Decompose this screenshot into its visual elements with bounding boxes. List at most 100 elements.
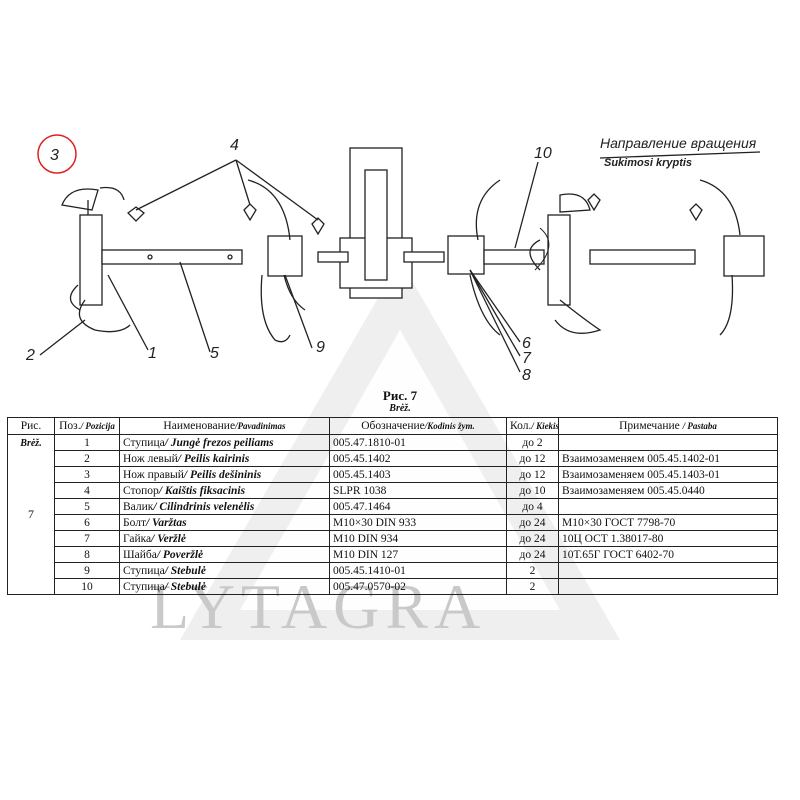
header-ris: Рис.	[7, 417, 55, 435]
table-cell: 005.47.1464	[329, 498, 507, 515]
figure-cell-number: 7	[28, 507, 34, 521]
row-qty: до 12	[519, 452, 546, 465]
table-cell: 2	[506, 562, 559, 579]
row-name-lt: / Peilis kairinis	[177, 452, 250, 465]
callout-7: 7	[522, 350, 532, 367]
row-note: Взаимозаменяем 005.45.0440	[562, 484, 705, 497]
row-code: М10×30 DIN 933	[333, 516, 417, 529]
table-cell: М10 DIN 934	[329, 530, 507, 547]
row-note: Взаимозаменяем 005.45.1402-01	[562, 452, 721, 465]
callout-8: 8	[522, 367, 531, 384]
header-note: Примечание / Pastaba	[558, 417, 778, 435]
row-name-lt: / Varžtas	[145, 516, 187, 529]
callout-4: 4	[230, 137, 239, 154]
table-cell: Нож правый/ Peilis dešininis	[119, 466, 330, 483]
table-cell: 2	[506, 578, 559, 595]
table-cell: Валик/ Cilindrinis velenėlis	[119, 498, 330, 515]
row-name-ru: Валик	[123, 500, 154, 513]
row-pos: 2	[84, 452, 90, 465]
callout-3: 3	[50, 147, 59, 164]
row-name-ru: Ступица	[123, 436, 165, 449]
row-code: М10 DIN 934	[333, 532, 399, 545]
row-name-ru: Нож правый	[123, 468, 184, 481]
row-name-ru: Ступица	[123, 564, 165, 577]
table-cell: до 12	[506, 450, 559, 467]
table-cell: М10×30 DIN 933	[329, 514, 507, 531]
table-cell: 10	[54, 578, 120, 595]
row-pos: 4	[84, 484, 90, 497]
rotation-label-lt: Sukimosi kryptis	[604, 157, 692, 169]
header-name: Наименование/Pavadinimas	[119, 417, 330, 435]
table-cell: Гайка/ Veržlė	[119, 530, 330, 547]
table-cell: SLPR 1038	[329, 482, 507, 499]
row-code: 005.47.1464	[333, 500, 391, 513]
row-note: 10Ц ОСТ 1.38017-80	[562, 532, 664, 545]
row-name-lt: / Kaištis fiksacinis	[158, 484, 246, 497]
table-cell: Болт/ Varžtas	[119, 514, 330, 531]
parts-table: Рис. Поз./ Pozicija Наименование/Pavadin…	[7, 417, 778, 595]
row-code: 005.47.0570-02	[333, 580, 406, 593]
row-pos: 10	[81, 580, 93, 593]
row-code: SLPR 1038	[333, 484, 387, 497]
row-pos: 7	[84, 532, 90, 545]
figure-title: Рис. 7	[382, 388, 418, 403]
callout-10: 10	[534, 145, 552, 162]
table-cell: до 4	[506, 498, 559, 515]
table-header-row: Рис. Поз./ Pozicija Наименование/Pavadin…	[7, 417, 778, 435]
table-cell: 1	[54, 434, 120, 451]
table-cell: Взаимозаменяем 005.45.1402-01	[558, 450, 778, 467]
row-code: М10 DIN 127	[333, 548, 399, 561]
row-pos: 1	[84, 436, 90, 449]
table-cell	[558, 562, 778, 579]
table-cell: 005.45.1402	[329, 450, 507, 467]
row-qty: до 10	[519, 484, 546, 497]
table-cell: 4	[54, 482, 120, 499]
row-pos: 6	[84, 516, 90, 529]
callout-9: 9	[316, 339, 325, 356]
row-code: 005.45.1402	[333, 452, 391, 465]
row-pos: 5	[84, 500, 90, 513]
table-cell: 10Т.65Г ГОСТ 6402-70	[558, 546, 778, 563]
row-qty: до 24	[519, 532, 546, 545]
row-code: 005.47.1810-01	[333, 436, 406, 449]
table-cell	[558, 578, 778, 595]
table-cell	[558, 434, 778, 451]
figure-cell-lt: Brėž.	[20, 438, 42, 449]
table-cell: до 24	[506, 546, 559, 563]
table-cell: до 10	[506, 482, 559, 499]
header-code: Обозначение/Kodinis žym.	[329, 417, 507, 435]
table-cell: 6	[54, 514, 120, 531]
row-note: Взаимозаменяем 005.45.1403-01	[562, 468, 721, 481]
table-cell: Взаимозаменяем 005.45.1403-01	[558, 466, 778, 483]
row-qty: до 24	[519, 516, 546, 529]
table-cell: до 12	[506, 466, 559, 483]
row-qty: 2	[529, 580, 536, 593]
row-code: 005.45.1410-01	[333, 564, 406, 577]
row-note: М10×30 ГОСТ 7798-70	[562, 516, 676, 529]
row-name-lt: / Jungė frezos peiliams	[164, 436, 274, 449]
callout-highlight	[37, 134, 77, 174]
row-name-lt: / Cilindrinis velenėlis	[153, 500, 255, 513]
callout-2: 2	[25, 347, 35, 364]
table-cell: 10Ц ОСТ 1.38017-80	[558, 530, 778, 547]
row-code: 005.45.1403	[333, 468, 391, 481]
table-cell: Ступица/ Stebulė	[119, 578, 330, 595]
row-qty: 2	[529, 564, 536, 577]
row-name-ru: Ступица	[123, 580, 165, 593]
table-cell: Ступица/ Jungė frezos peiliams	[119, 434, 330, 451]
row-name-ru: Гайка	[123, 532, 152, 545]
callout-5: 5	[210, 345, 219, 362]
table-cell: Ступица/ Stebulė	[119, 562, 330, 579]
table-cell: Взаимозаменяем 005.45.0440	[558, 482, 778, 499]
table-cell: 005.45.1410-01	[329, 562, 507, 579]
figure-subtitle: Brėž.	[389, 403, 411, 414]
row-note: 10Т.65Г ГОСТ 6402-70	[562, 548, 674, 561]
table-cell: 5	[54, 498, 120, 515]
table-cell: 005.45.1403	[329, 466, 507, 483]
